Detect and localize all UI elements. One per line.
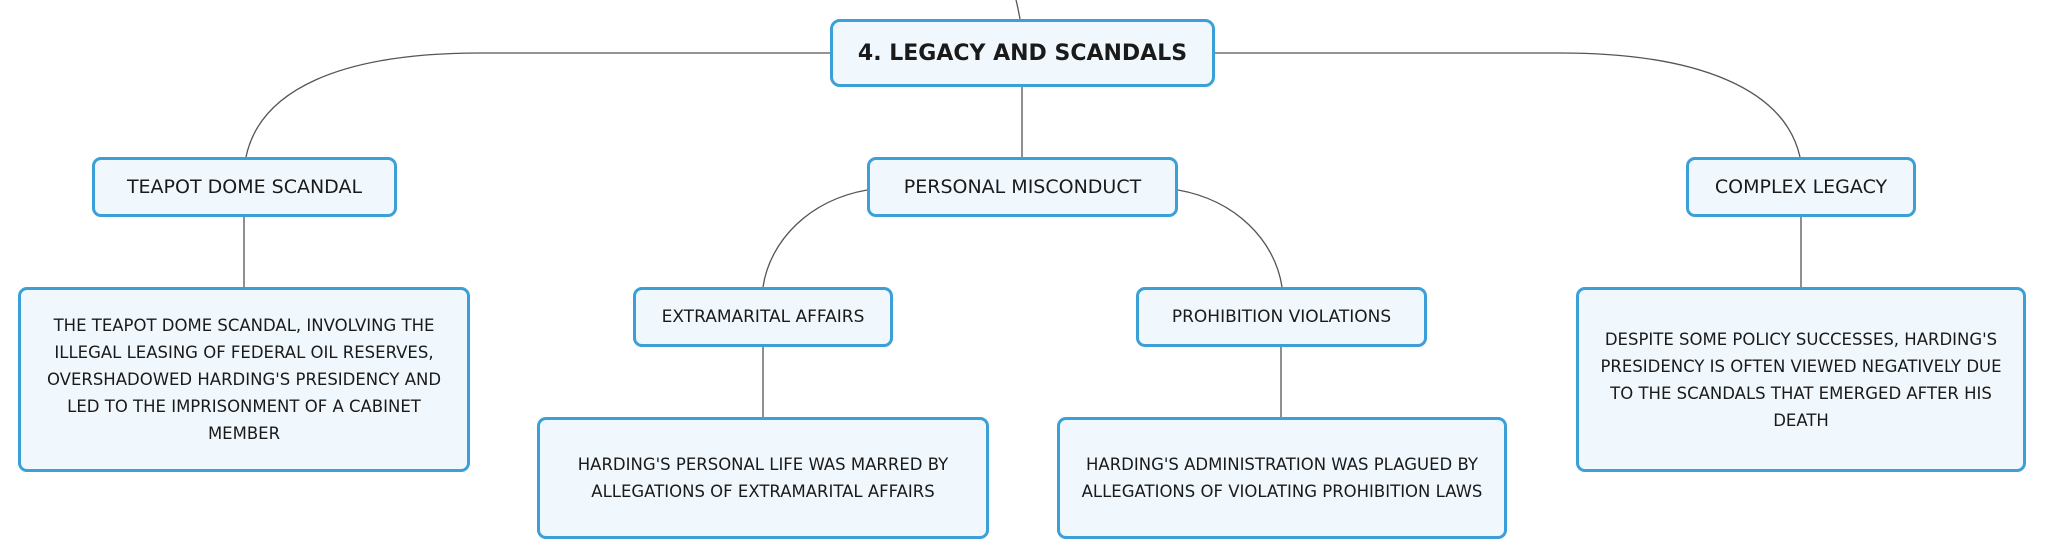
detail-text: HARDING'S ADMINISTRATION WAS PLAGUED BY …: [1081, 455, 1483, 501]
detail-text: DESPITE SOME POLICY SUCCESSES, HARDING'S…: [1600, 329, 2002, 430]
node-prohibition-violations[interactable]: PROHIBITION VIOLATIONS: [1136, 287, 1427, 347]
node-label: COMPLEX LEGACY: [1714, 176, 1888, 198]
node-prohibition-violations-detail[interactable]: HARDING'S ADMINISTRATION WAS PLAGUED BY …: [1057, 417, 1507, 539]
node-extramarital-affairs[interactable]: EXTRAMARITAL AFFAIRS: [633, 287, 893, 347]
detail-text: THE TEAPOT DOME SCANDAL, INVOLVING THE I…: [46, 316, 442, 443]
connector-personal-affairs: [762, 189, 868, 288]
detail-text: HARDING'S PERSONAL LIFE WAS MARRED BY AL…: [577, 455, 949, 501]
node-label: TEAPOT DOME SCANDAL: [126, 176, 363, 198]
node-teapot-dome-scandal[interactable]: TEAPOT DOME SCANDAL: [92, 157, 397, 217]
node-complex-legacy-detail[interactable]: DESPITE SOME POLICY SUCCESSES, HARDING'S…: [1576, 287, 2026, 472]
node-complex-legacy[interactable]: COMPLEX LEGACY: [1686, 157, 1916, 217]
node-personal-misconduct[interactable]: PERSONAL MISCONDUCT: [867, 157, 1178, 217]
root-node[interactable]: 4. LEGACY AND SCANDALS: [830, 19, 1215, 87]
connector-parent-root: [1015, 0, 1021, 20]
node-teapot-dome-detail[interactable]: THE TEAPOT DOME SCANDAL, INVOLVING THE I…: [18, 287, 470, 472]
root-label: 4. LEGACY AND SCANDALS: [857, 40, 1188, 66]
connector-root-teapot: [245, 52, 830, 158]
node-label: EXTRAMARITAL AFFAIRS: [661, 307, 865, 327]
connector-root-complex: [1215, 52, 1801, 158]
connector-personal-prohibition: [1177, 189, 1283, 288]
node-extramarital-affairs-detail[interactable]: HARDING'S PERSONAL LIFE WAS MARRED BY AL…: [537, 417, 989, 539]
node-label: PERSONAL MISCONDUCT: [903, 176, 1142, 198]
node-label: PROHIBITION VIOLATIONS: [1171, 307, 1392, 327]
